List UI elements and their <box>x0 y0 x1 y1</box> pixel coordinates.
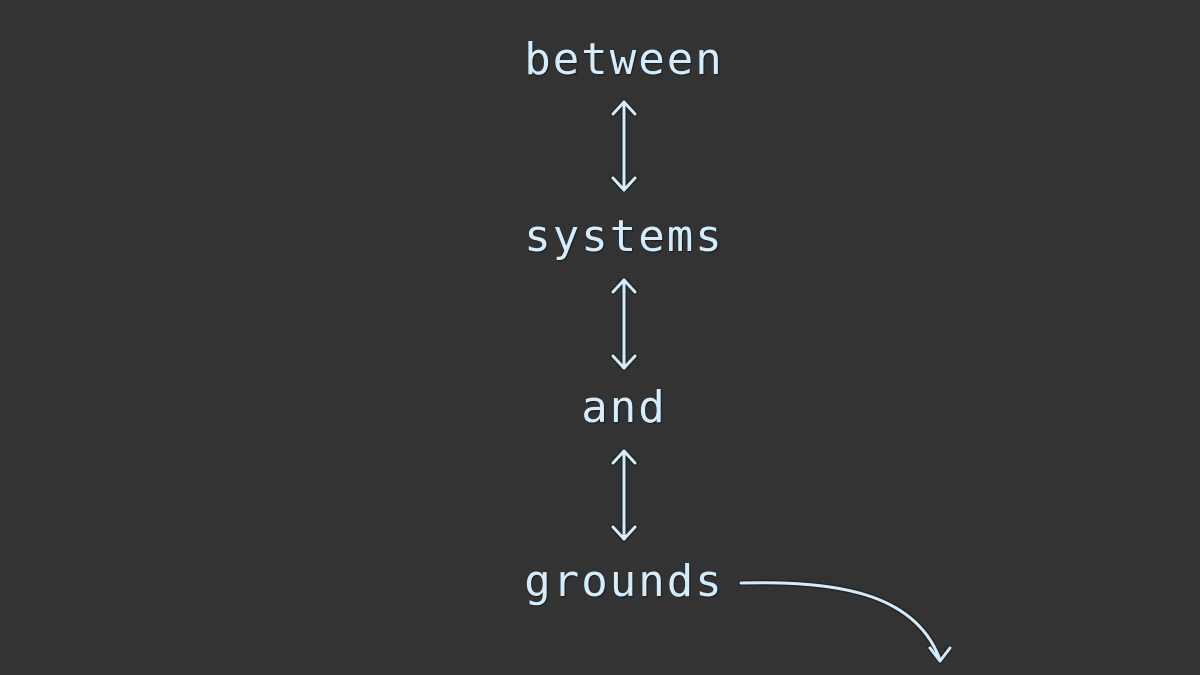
curved-arrow-icon-grounds <box>739 581 952 663</box>
double-arrow-icon-between-systems <box>611 100 637 192</box>
word-between: between <box>524 34 724 85</box>
word-and: and <box>581 382 667 433</box>
double-arrow-icon-and-grounds <box>611 449 637 541</box>
word-grounds: grounds <box>524 556 724 607</box>
word-systems: systems <box>524 211 724 262</box>
double-arrow-icon-systems-and <box>611 278 637 370</box>
